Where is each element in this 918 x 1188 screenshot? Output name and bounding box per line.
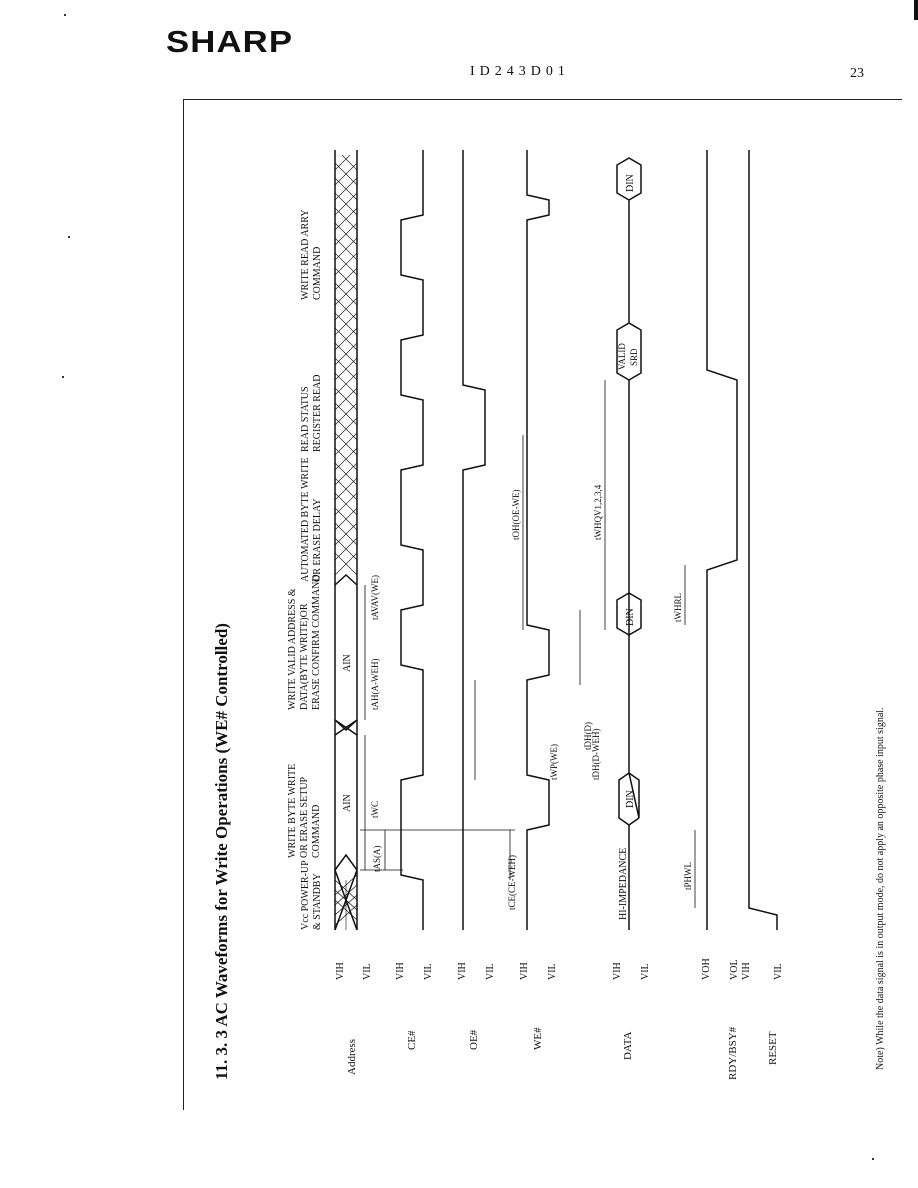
timing-label: tOH(OE-WE) (511, 490, 521, 540)
timing-label: tCE(CE-WEH) (507, 855, 517, 910)
signal-name-reset: RESET (767, 1031, 779, 1065)
timing-label: tDH(D-WEH) (591, 729, 601, 780)
level-label: VIH (395, 962, 406, 980)
level-label: VIL (773, 963, 784, 980)
scan-edge-mark (914, 0, 918, 20)
level-label: VIH (612, 962, 623, 980)
timing-label: tWHRL (673, 593, 683, 622)
data-waveform: DIN DIN VALID SRD DIN HI-IMPEDANCE (616, 157, 642, 930)
phase-label: ERASE CONFIRM COMMAND (311, 574, 322, 710)
we-waveform (526, 150, 550, 930)
phase-label: Vcc POWER-UP (300, 860, 311, 930)
footnote: Note) While the data signal is in output… (875, 707, 886, 1070)
signal-name-rdy: RDY/BSY# (727, 1026, 739, 1080)
figure-title: 11. 3. 3 AC Waveforms for Write Operatio… (212, 623, 231, 1080)
timing-markers (360, 380, 696, 908)
page-number: 23 (850, 66, 864, 81)
level-label: VIH (519, 962, 530, 980)
phase-label: WRITE BYTE WRITE (287, 764, 298, 858)
timing-label: tDH(D) (583, 722, 593, 750)
data-srd-label: SRD (629, 348, 639, 366)
timing-label: tAS(A) (372, 845, 382, 872)
signal-name-we: WE# (532, 1027, 544, 1050)
phase-label: COMMAND (311, 805, 322, 858)
data-din-label: DIN (625, 174, 636, 192)
level-label: VOL (729, 959, 740, 980)
sharp-logo: SHARP (166, 24, 294, 59)
signal-name-ce: CE# (406, 1030, 418, 1050)
scan-speck (64, 14, 66, 16)
address-ain-label: AIN (342, 654, 353, 672)
figure-frame (183, 99, 902, 1110)
reset-waveform (748, 150, 778, 930)
data-hi-impedance-label: HI-IMPEDANCE (618, 848, 629, 920)
level-label: VIH (335, 962, 346, 980)
address-ain-label: AIN (342, 794, 353, 812)
data-din-label: DIN (625, 608, 636, 626)
address-waveform: AIN AIN (334, 150, 358, 931)
level-label: VIL (423, 963, 434, 980)
phase-label: WRITE READ ARRY (300, 209, 311, 300)
level-label: VOH (701, 958, 712, 980)
rdy-waveform (706, 150, 738, 930)
phase-label: OR ERASE SETUP (299, 776, 310, 858)
level-label: VIL (547, 963, 558, 980)
timing-label: tWHQV1,2,3,4 (593, 484, 603, 540)
phase-label: REGISTER READ (312, 375, 323, 453)
phase-label: OR ERASE DELAY (312, 498, 323, 582)
oe-waveform (462, 150, 486, 930)
data-valid-label: VALID (617, 343, 627, 370)
phase-label: READ STATUS (300, 386, 311, 452)
scan-speck (872, 1158, 874, 1160)
scan-speck (62, 376, 64, 378)
signal-name-data: DATA (622, 1031, 634, 1060)
scan-speck (68, 236, 70, 238)
level-label: VIL (362, 963, 373, 980)
phase-label: AUTOMATED BYTE WRITE (300, 457, 311, 582)
timing-label: tAVAV(WE) (370, 575, 380, 620)
document-id: ID243D01 (470, 64, 570, 79)
phase-label: DATA(BYTE WRITE)OR (299, 603, 310, 710)
signal-name-oe: OE# (468, 1029, 480, 1050)
level-label: VIH (741, 962, 752, 980)
phase-label: COMMAND (312, 247, 323, 300)
phase-label: & STANDBY (312, 873, 323, 930)
ce-waveform (400, 150, 424, 930)
data-din-label: DIN (625, 790, 636, 808)
timing-label: tPHWL (683, 862, 693, 890)
timing-label: tWP(WE) (549, 744, 559, 780)
level-label: VIH (457, 962, 468, 980)
phase-label: WRITE VALID ADDRESS & (287, 588, 298, 710)
level-label: VIL (640, 963, 651, 980)
timing-label: tWC (370, 801, 380, 818)
timing-label: tAH(A-WEH) (370, 659, 380, 710)
level-label: VIL (485, 963, 496, 980)
signal-name-address: Address (346, 1039, 358, 1075)
